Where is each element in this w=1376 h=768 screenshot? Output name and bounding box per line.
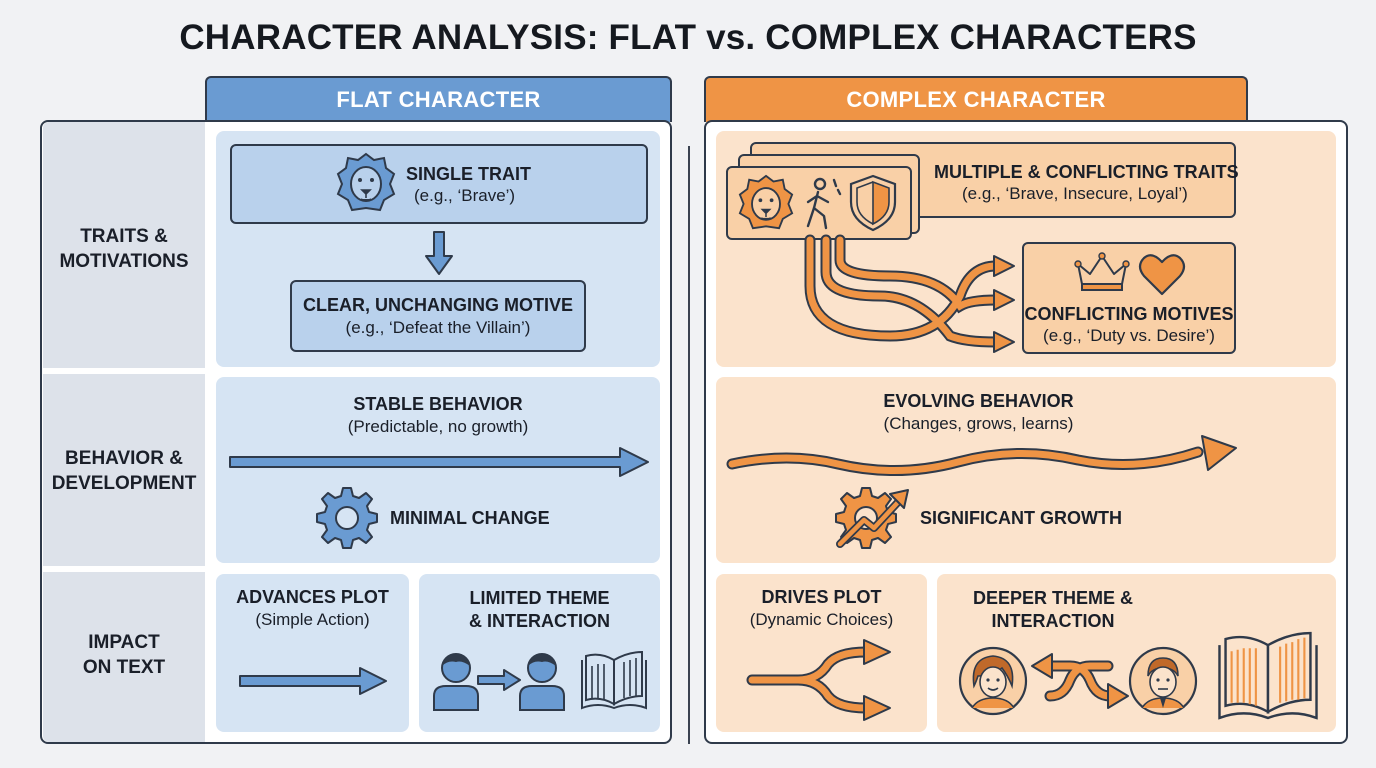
- stable-behavior-title: STABLE BEHAVIOR: [353, 394, 523, 414]
- advances-plot-title: ADVANCES PLOT: [236, 587, 389, 607]
- complex-behavior-cell: [716, 377, 1336, 563]
- woman-avatar-icon: [958, 646, 1028, 716]
- row-label-traits-line2: MOTIVATIONS: [59, 251, 189, 272]
- wavy-arrow-icon: [726, 435, 1237, 476]
- significant-growth-label: SIGNIFICANT GROWTH: [920, 508, 1122, 528]
- lion-icon: [738, 174, 794, 230]
- complex-character-header: COMPLEX CHARACTER: [704, 76, 1248, 122]
- row-label-bg-traits: [43, 122, 205, 368]
- person-icon: [519, 653, 565, 711]
- growth-gear-icon: [835, 487, 909, 549]
- book-icon: [581, 650, 647, 710]
- page-title: CHARACTER ANALYSIS: FLAT vs. COMPLEX CHA…: [179, 18, 1197, 57]
- unchanging-motive-box: [290, 280, 586, 352]
- conflicting-arrows-icon: [804, 234, 1015, 353]
- multiple-traits-title: MULTIPLE & CONFLICTING TRAITS: [934, 162, 1239, 182]
- row-label-impact-line2: ON TEXT: [82, 657, 166, 678]
- flat-behavior-cell: [216, 377, 660, 563]
- row-label-impact: IMPACT ON TEXT: [43, 630, 205, 680]
- straight-arrow-icon: [229, 447, 649, 477]
- walking-person-icon: [806, 177, 842, 230]
- row-label-impact-line1: IMPACT: [88, 632, 160, 653]
- column-divider: [688, 146, 690, 744]
- multiple-traits-example: (e.g., ‘Brave, Insecure, Loyal’): [962, 184, 1188, 203]
- limited-theme-line2: & INTERACTION: [469, 611, 610, 631]
- conflicting-motives-box: [1022, 242, 1236, 354]
- row-label-bg-behavior: [43, 374, 205, 566]
- heart-icon: [1138, 254, 1186, 296]
- limited-theme-title: LIMITED THEME & INTERACTION: [419, 587, 660, 633]
- unchanging-motive-example: (e.g., ‘Defeat the Villain’): [345, 318, 531, 337]
- conflicting-motives-example: (e.g., ‘Duty vs. Desire’): [1043, 326, 1215, 345]
- down-arrow-icon: [425, 231, 453, 275]
- row-label-behavior-line1: BEHAVIOR &: [65, 448, 183, 469]
- unchanging-motive-title: CLEAR, UNCHANGING MOTIVE: [303, 295, 573, 315]
- drives-plot-title: DRIVES PLOT: [761, 587, 882, 607]
- drives-plot-example: (Dynamic Choices): [749, 610, 894, 629]
- person-icon: [433, 653, 479, 711]
- man-avatar-icon: [1128, 646, 1198, 716]
- deeper-theme-line2: INTERACTION: [991, 611, 1115, 631]
- stable-behavior-example: (Predictable, no growth): [347, 417, 529, 436]
- conflicting-motives-title: CONFLICTING MOTIVES: [1024, 304, 1234, 324]
- flat-plot-cell: [216, 574, 409, 732]
- interaction-arrow-icon: [477, 669, 521, 691]
- lion-icon: [336, 152, 396, 212]
- advances-plot-example: (Simple Action): [255, 610, 370, 629]
- shield-icon: [849, 174, 897, 232]
- flat-character-header: FLAT CHARACTER: [205, 76, 672, 122]
- deeper-theme-line1: DEEPER THEME &: [972, 588, 1134, 608]
- gear-icon: [316, 487, 378, 549]
- row-label-behavior-line2: DEVELOPMENT: [51, 473, 197, 494]
- single-trait-title: SINGLE TRAIT: [406, 164, 531, 184]
- row-label-behavior: BEHAVIOR & DEVELOPMENT: [43, 446, 205, 496]
- crown-icon: [1074, 252, 1130, 291]
- minimal-change-label: MINIMAL CHANGE: [390, 508, 550, 528]
- single-trait-example: (e.g., ‘Brave’): [414, 186, 516, 205]
- row-label-traits: TRAITS & MOTIVATIONS: [43, 224, 205, 274]
- evolving-behavior-title: EVOLVING BEHAVIOR: [883, 391, 1074, 411]
- branching-arrow-icon: [746, 639, 891, 721]
- swap-arrows-icon: [1031, 653, 1129, 709]
- deeper-theme-title: DEEPER THEME & INTERACTION: [937, 587, 1169, 633]
- row-label-traits-line1: TRAITS &: [80, 226, 168, 247]
- book-icon: [1218, 631, 1318, 720]
- row-label-bg-impact: [43, 572, 205, 742]
- limited-theme-line1: LIMITED THEME: [469, 588, 610, 608]
- single-trait-box: [230, 144, 648, 224]
- complex-plot-cell: [716, 574, 927, 732]
- evolving-behavior-example: (Changes, grows, learns): [883, 414, 1074, 433]
- plot-arrow-icon: [239, 667, 387, 695]
